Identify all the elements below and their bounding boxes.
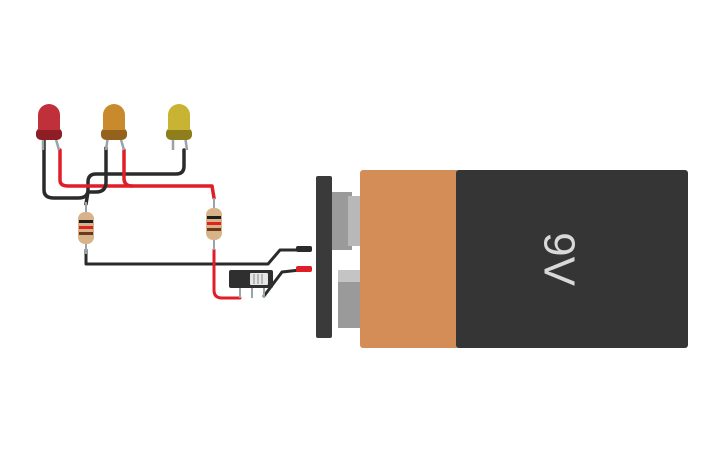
battery-clip bbox=[316, 176, 332, 338]
wires bbox=[42, 138, 302, 300]
wire-red-bus[interactable] bbox=[58, 148, 216, 200]
wire-black-bottom[interactable] bbox=[84, 248, 302, 266]
slide-switch[interactable] bbox=[229, 270, 273, 298]
battery-pins bbox=[296, 246, 312, 272]
wire-red-orange[interactable] bbox=[122, 148, 134, 188]
led-red[interactable] bbox=[36, 104, 62, 151]
wire-black-left-loop[interactable] bbox=[42, 138, 186, 200]
led-orange[interactable] bbox=[101, 104, 127, 151]
led-yellow[interactable] bbox=[166, 104, 192, 151]
battery-label: 9V bbox=[534, 232, 583, 286]
resistor-right[interactable] bbox=[206, 198, 222, 250]
battery-terminal-positive-cap bbox=[338, 270, 362, 282]
battery-terminal-negative-cap bbox=[348, 196, 362, 246]
wire-red-switch[interactable] bbox=[212, 248, 242, 300]
battery-body bbox=[456, 170, 688, 348]
battery-terminal-negative bbox=[332, 192, 352, 250]
resistor-left[interactable] bbox=[78, 202, 94, 254]
battery-band bbox=[360, 170, 460, 348]
battery-9v[interactable]: 9V bbox=[316, 170, 688, 348]
wire-black-orange[interactable] bbox=[84, 146, 108, 206]
